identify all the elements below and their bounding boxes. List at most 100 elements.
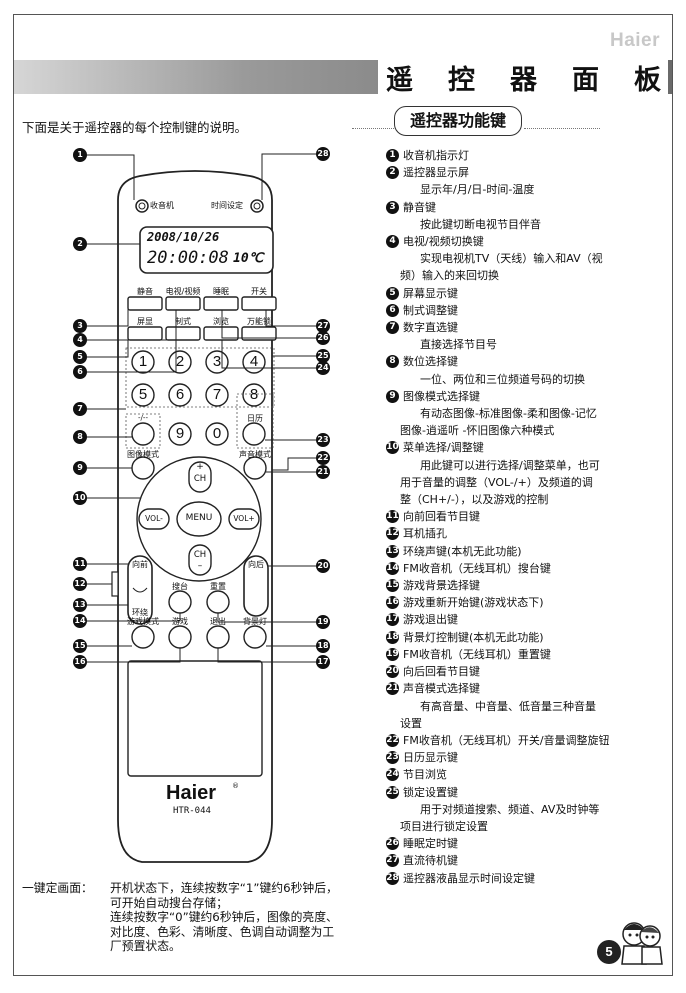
callout-badge: 8 (73, 430, 87, 444)
callout-badge: 12 (73, 577, 87, 591)
label-radio: 收音机 (150, 201, 174, 210)
function-title: 菜单选择/调整键 (403, 441, 484, 455)
remote-logo: Haier (166, 782, 217, 804)
note-lines: 开机状态下，连续按数字“1”键约6秒钟后， 可开始自动搜台存储； 连续按数字“0… (110, 881, 395, 954)
function-number-badge: 18 (386, 630, 399, 644)
sleep-label[interactable]: 睡眠 (213, 287, 229, 296)
title-char: 面 (572, 65, 599, 96)
mute-label[interactable]: 静音 (137, 287, 153, 296)
function-title: 制式调整键 (403, 303, 458, 317)
picture-mode-label[interactable]: 图像模式 (127, 450, 159, 459)
function-title: 数位选择键 (403, 355, 458, 369)
function-number-badge: 3 (386, 200, 399, 214)
function-title: 日历显示键 (403, 751, 458, 765)
backlight-label[interactable]: 背景灯 (243, 617, 267, 626)
calendar-label[interactable]: 日历 (247, 414, 263, 423)
game-mode-label[interactable]: 游戏模式 (127, 617, 159, 626)
function-item: 6 制式调整键 (386, 302, 666, 319)
callout-badge: 24 (316, 361, 330, 375)
function-title: 游戏退出键 (403, 613, 458, 627)
page-frame (13, 14, 673, 976)
digit-4[interactable]: 4 (249, 353, 259, 370)
display-label[interactable]: 屏显 (137, 317, 153, 326)
vol-plus-label[interactable]: VOL+ (233, 514, 255, 523)
function-desc: 有动态图像-标准图像-柔和图像-记忆 (420, 407, 597, 421)
title-char: 器 (510, 65, 537, 96)
note-line: 可开始自动搜台存储； (110, 895, 228, 910)
digit-6[interactable]: 6 (175, 386, 185, 403)
digit-1[interactable]: 1 (138, 353, 148, 370)
divider-dots (524, 128, 600, 129)
digit-3[interactable]: 3 (212, 353, 222, 370)
function-item: 21 声音模式选择键 (386, 680, 666, 697)
function-title: 遥控器液晶显示时间设定键 (403, 871, 535, 885)
menu-label[interactable]: MENU (185, 513, 213, 523)
callout-badge: 18 (316, 639, 330, 653)
reset-label[interactable]: 重置 (210, 582, 226, 591)
exit-label[interactable]: 退出 (210, 617, 226, 626)
function-number-badge: 7 (386, 321, 399, 335)
game-label[interactable]: 游戏 (172, 617, 188, 626)
note-line: 对比度、色彩、清晰度、色调自动调整为工 (110, 924, 335, 939)
function-number-badge: 20 (386, 665, 399, 679)
digit-8[interactable]: 8 (249, 386, 259, 403)
function-number-badge: 14 (386, 561, 399, 575)
function-title: 声音模式选择键 (403, 682, 480, 696)
function-title: FM收音机（无线耳机）开关/音量调整旋钮 (403, 733, 610, 747)
digit-2[interactable]: 2 (175, 353, 185, 370)
forward-label[interactable]: 向后 (248, 560, 264, 569)
function-number-badge: 26 (386, 837, 399, 851)
lcd-time: 20:00:08 (147, 248, 229, 268)
sound-mode-label[interactable]: 声音模式 (239, 450, 271, 459)
function-number-badge: 21 (386, 682, 399, 696)
ch-up-label[interactable]: CH (193, 474, 207, 484)
function-number-badge: 27 (386, 854, 399, 868)
brand-logo: Haier (609, 30, 660, 51)
registered-mark: ® (232, 782, 239, 790)
back-label[interactable]: 向前 (132, 560, 148, 569)
ch-down-label[interactable]: CH (193, 550, 207, 560)
surround-label[interactable]: 环绕 (132, 608, 148, 617)
digit-7[interactable]: 7 (212, 386, 222, 403)
title-char: 遥 (386, 65, 413, 96)
search-label[interactable]: 搜台 (172, 582, 188, 591)
power-label[interactable]: 开关 (251, 287, 267, 296)
tvav-label[interactable]: 电视/视频 (165, 287, 201, 296)
vol-minus-label[interactable]: VOL- (145, 514, 163, 523)
callout-badge: 5 (73, 350, 87, 364)
digit-5[interactable]: 5 (138, 386, 148, 403)
digit-select-label[interactable]: -/-- (138, 414, 148, 422)
system-label[interactable]: 制式 (175, 317, 191, 326)
function-title: 睡眠定时键 (403, 837, 458, 851)
function-number-badge: 6 (386, 303, 399, 317)
function-desc: 直接选择节目号 (420, 338, 497, 352)
function-desc: 显示年/月/日-时间-温度 (420, 183, 535, 197)
function-title: 数字直选键 (403, 321, 458, 335)
callout-badge: 20 (316, 559, 330, 573)
function-item: 7 数字直选键 (386, 319, 666, 336)
note-line: 连续按数字“0”键约6秒钟后，图像的亮度、 (110, 910, 338, 924)
digit-9[interactable]: 9 (175, 425, 185, 442)
lock-label[interactable]: 万能锁 (247, 317, 271, 326)
function-desc: 用此键可以进行选择/调整菜单，也可 (420, 458, 600, 472)
callout-badge: 28 (316, 147, 330, 161)
function-number-badge: 10 (386, 441, 399, 455)
digit-0[interactable]: 0 (212, 425, 222, 442)
callout-badge: 22 (316, 451, 330, 465)
function-title: FM收音机（无线耳机）重置键 (403, 647, 551, 661)
browse-label[interactable]: 浏览 (213, 317, 229, 326)
